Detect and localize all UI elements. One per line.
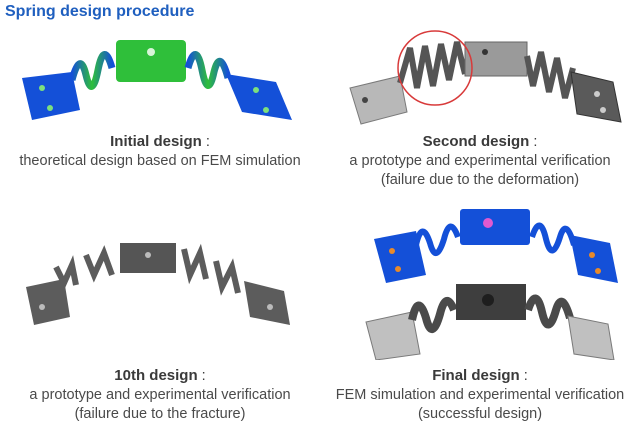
caption-second-design: Second design : a prototype and experime… — [320, 132, 640, 190]
panel-name: Second design — [422, 133, 530, 150]
fragment — [26, 279, 70, 325]
initial-design-fem-model — [22, 40, 292, 120]
fragment — [244, 281, 290, 325]
fragment — [213, 258, 241, 296]
center-block — [464, 41, 528, 77]
right-mount-block — [567, 315, 615, 360]
panel-name: 10th design — [114, 367, 198, 384]
second-design-prototype-photo — [349, 30, 622, 125]
caption-initial-design: Initial design : theoretical design base… — [0, 132, 320, 171]
fragment — [53, 255, 79, 291]
left-mount-block — [374, 231, 426, 283]
caption-line: a prototype and experimental verificatio… — [29, 387, 291, 403]
left-mount-block — [349, 75, 408, 125]
right-mount-block — [570, 71, 622, 123]
caption-10th-design: 10th design : a prototype and experiment… — [0, 366, 320, 424]
right-spring-coils — [184, 51, 232, 89]
caption-line: (failure due to the deformation) — [380, 172, 580, 188]
left-spring-coils — [408, 297, 458, 333]
10th-design-prototype-photo — [26, 243, 290, 325]
deformed-coils — [397, 41, 468, 89]
left-spring-coils — [413, 223, 461, 256]
fragment — [181, 243, 209, 285]
left-mount-block — [22, 72, 80, 120]
caption-line: FEM simulation and experimental verifica… — [335, 387, 625, 403]
caption-final-design: Final design : FEM simulation and experi… — [320, 366, 640, 424]
center-block — [116, 40, 186, 82]
right-spring-coils — [524, 51, 576, 99]
right-spring-coils — [529, 222, 577, 254]
right-mount-block — [570, 235, 618, 283]
page-title: Spring design procedure — [5, 3, 195, 20]
left-spring-coils — [68, 51, 116, 90]
panel-name: Initial design — [110, 133, 202, 150]
failure-highlight-circle — [397, 30, 473, 106]
right-mount-block — [226, 74, 292, 120]
final-design-fem-model — [374, 209, 618, 283]
panel-name: Final design — [432, 367, 520, 384]
caption-line: a prototype and experimental verificatio… — [349, 153, 611, 169]
center-block — [460, 209, 530, 245]
caption-line: (successful design) — [417, 406, 543, 422]
fragment — [83, 245, 115, 283]
caption-line: (failure due to the fracture) — [74, 406, 246, 422]
right-spring-coils — [524, 294, 574, 329]
caption-line: theoretical design based on FEM simulati… — [19, 153, 301, 169]
final-design-prototype-photo — [365, 284, 615, 360]
left-mount-block — [365, 311, 421, 360]
